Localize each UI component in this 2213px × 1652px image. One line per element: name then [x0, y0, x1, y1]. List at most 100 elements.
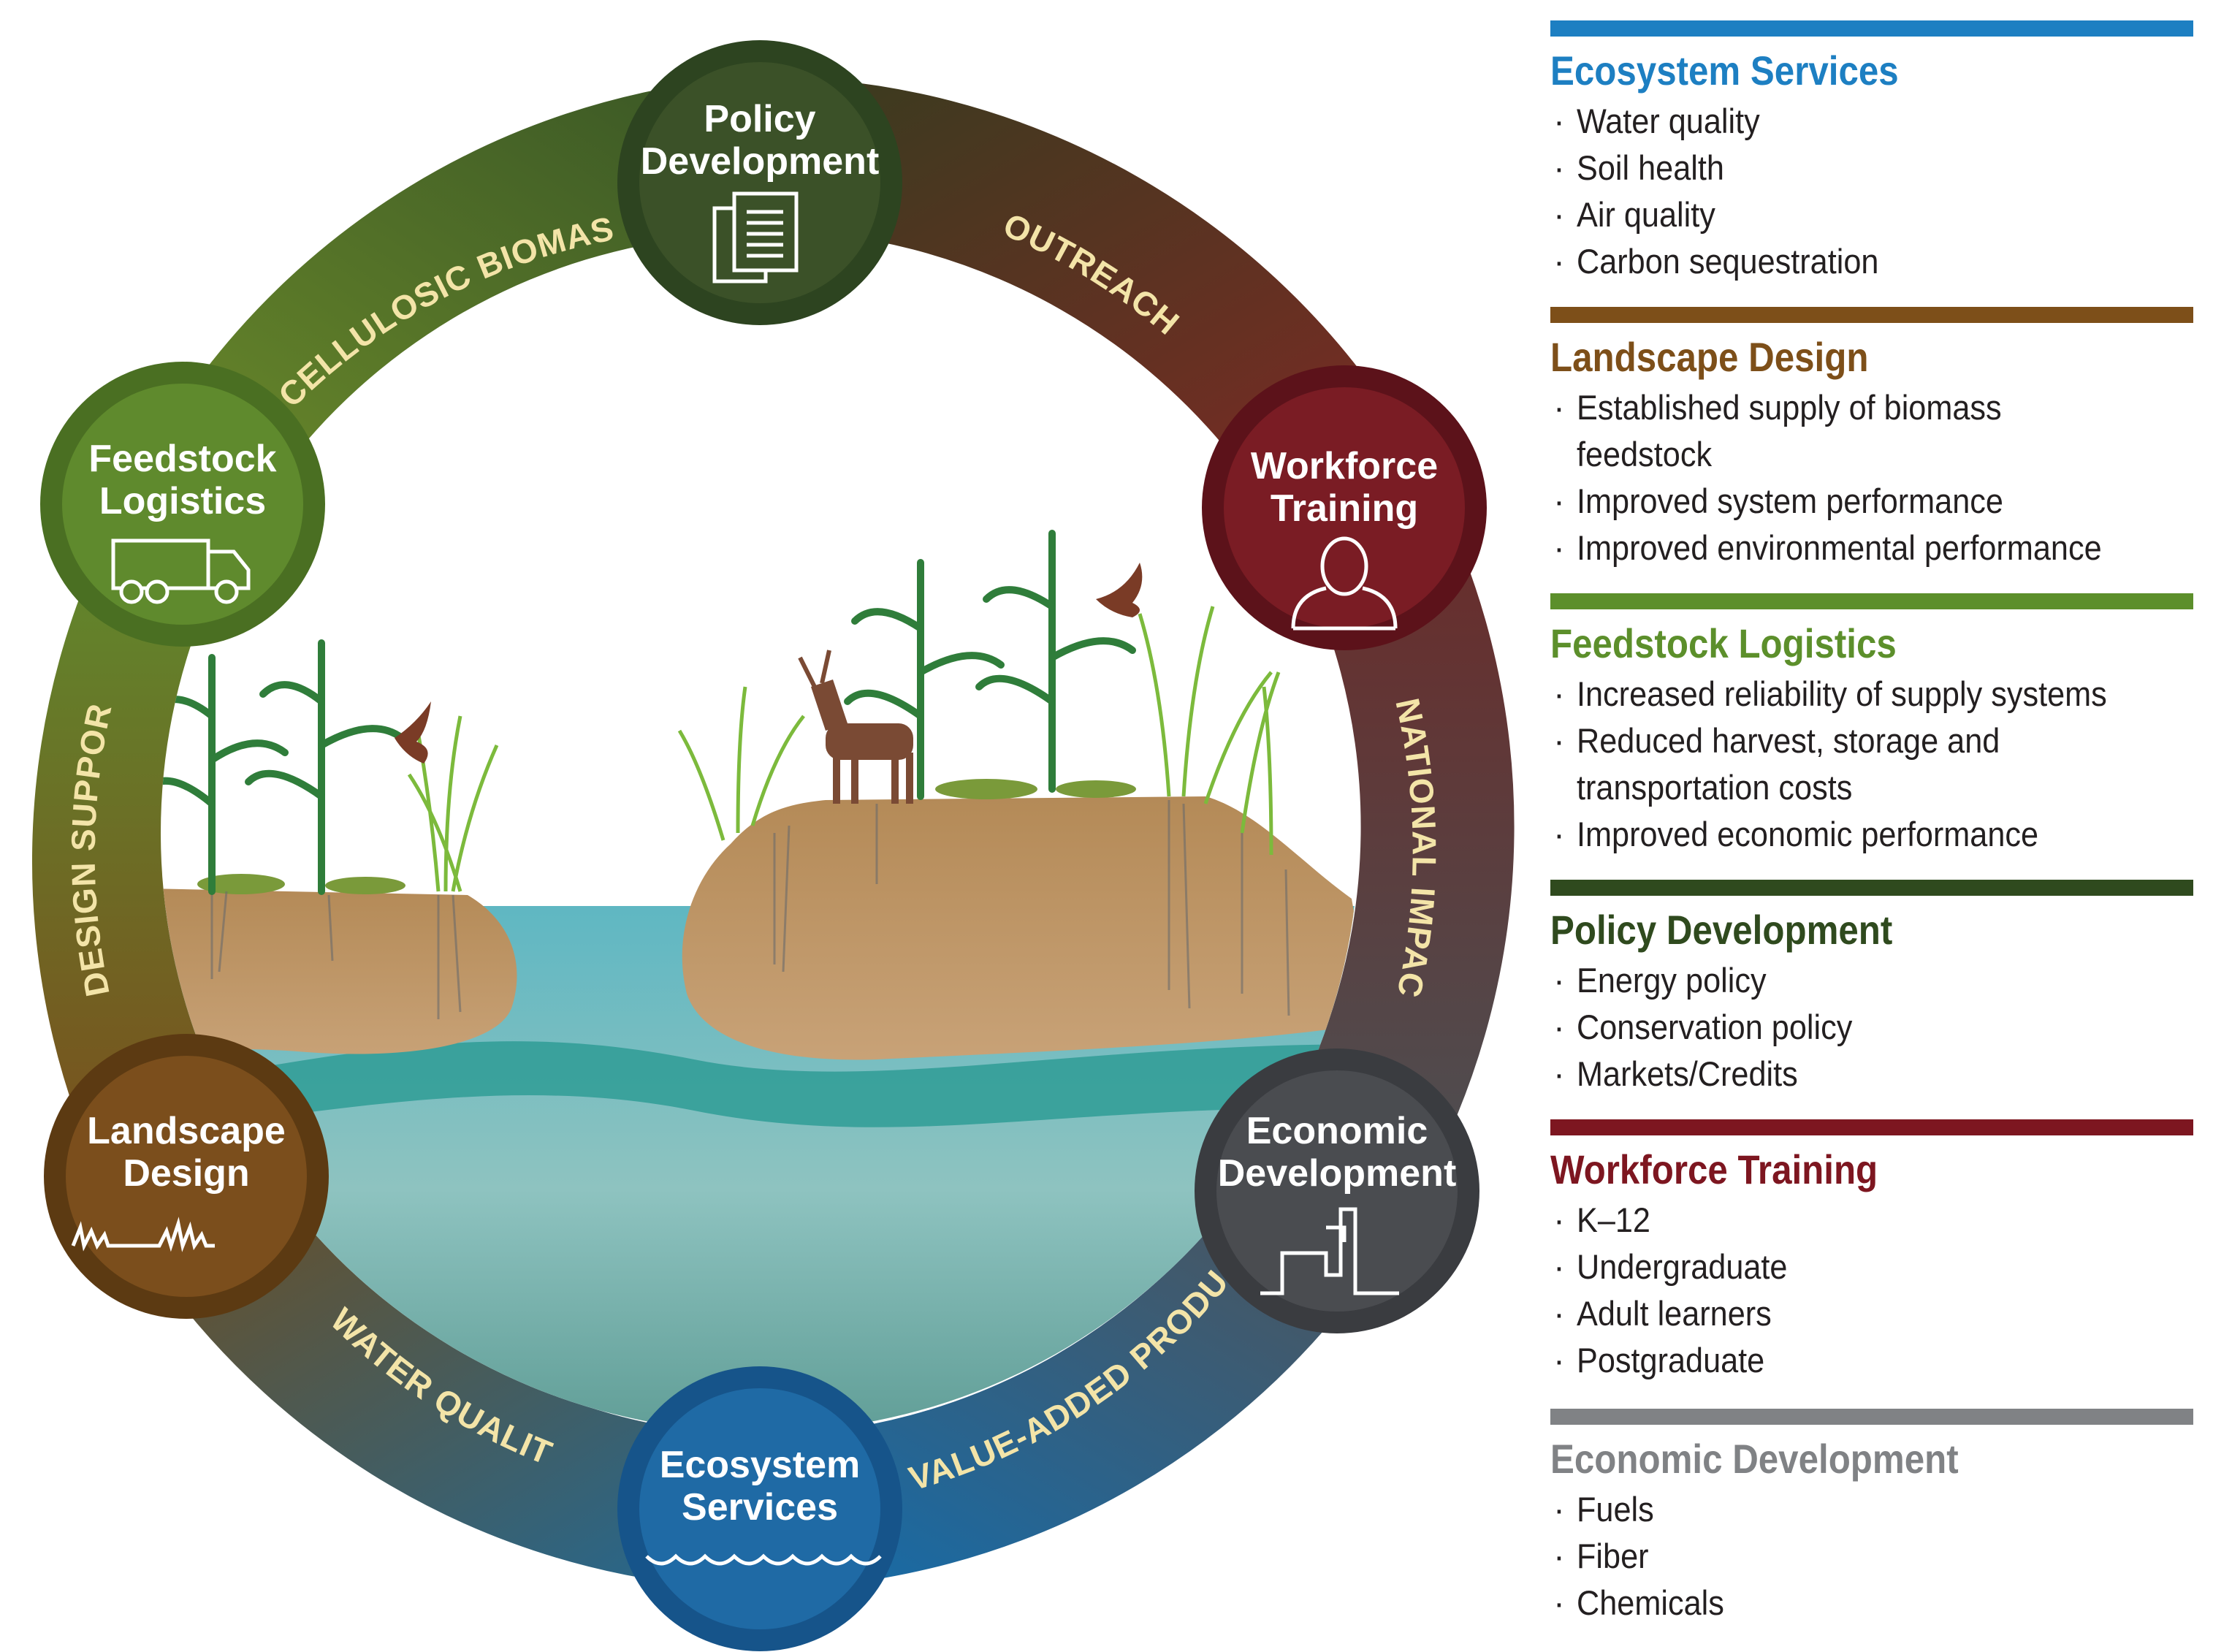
bird-icon	[1096, 563, 1143, 617]
legend-section-policy: Policy Development·Energy policy·Conserv…	[1550, 880, 2193, 1097]
legend-section-title: Policy Development	[1550, 907, 1893, 953]
legend-section-title: Feedstock Logistics	[1550, 620, 1897, 666]
legend-item-text: Undergraduate	[1577, 1247, 1788, 1286]
legend-item-list: ·Fuels·Fiber·Chemicals	[1550, 1486, 2193, 1626]
legend-section-bar	[1550, 1409, 2193, 1425]
bullet-icon: ·	[1553, 388, 1565, 427]
legend-item: · Increased reliability of supply systems	[1550, 671, 2193, 717]
person-icon	[1291, 536, 1398, 631]
node-title: Logistics	[99, 480, 266, 522]
legend-item-list: · Increased reliability of supply systems…	[1550, 671, 2193, 858]
legend-item-text: Chemicals	[1577, 1583, 1724, 1622]
legend-item: ·Energy policy	[1550, 957, 2193, 1004]
node-title: Development	[1218, 1152, 1457, 1195]
legend-item: · Air quality	[1550, 191, 2193, 238]
truck-icon	[111, 538, 251, 604]
legend-item-list: · Water quality · Soil health · Air quality · C…	[1550, 98, 2193, 285]
node-title: Ecosystem	[660, 1444, 861, 1486]
node-economic-development: Economic Development	[1195, 1048, 1479, 1333]
legend-item-text: Improved environmental performance	[1577, 528, 2102, 567]
legend-item: · Water quality	[1550, 98, 2193, 145]
node-title: Design	[123, 1152, 249, 1195]
legend-item: · Chemicals	[1550, 1580, 2193, 1626]
node-ecosystem-services: Ecosystem Services	[617, 1366, 902, 1651]
legend-item: · Adult learners	[1550, 1290, 2193, 1337]
legend-section-workforce: Workforce Training · K–12 ·Undergraduate · Ad…	[1550, 1119, 2193, 1384]
bullet-icon: ·	[1553, 242, 1565, 281]
legend-section-title: Ecosystem Services	[1550, 47, 1899, 94]
legend-item-text: K–12	[1577, 1200, 1650, 1239]
node-landscape-design: Landscape Design	[44, 1034, 329, 1319]
bird-icon	[395, 701, 431, 764]
legend-item-text: Adult learners	[1577, 1294, 1772, 1333]
legend-section-bar	[1550, 880, 2193, 896]
bullet-icon: ·	[1553, 528, 1565, 567]
legend-item: ·Improved economic performance	[1550, 811, 2193, 858]
legend-item-text: Energy policy	[1577, 961, 1767, 1000]
legend-item-text: Improved system performance	[1577, 481, 2003, 520]
node-title: Policy	[704, 98, 815, 140]
legend-item: ·Markets/Credits	[1550, 1051, 2193, 1097]
legend-item: ·Undergraduate	[1550, 1244, 2193, 1290]
node-feedstock-logistics: Feedstock Logistics	[40, 362, 325, 647]
legend-panel: Ecosystem Services · Water quality · Soil he…	[1550, 20, 2193, 1626]
legend-item-text: Established supply of biomass feedstock	[1577, 388, 2002, 473]
legend-item-list: · Established supply of biomass feedstock…	[1550, 384, 2193, 571]
legend-item: · Improved environmental performance	[1550, 525, 2193, 571]
legend-item-text: Increased reliability of supply systems	[1577, 674, 2107, 713]
legend-item-text: Fuels	[1577, 1490, 1654, 1529]
factory-icon	[1260, 1207, 1399, 1295]
node-title: Services	[682, 1486, 838, 1529]
soil-bank-right	[682, 796, 1359, 1060]
bullet-icon: ·	[1553, 1008, 1565, 1046]
legend-item-text: Air quality	[1577, 195, 1715, 234]
legend-item-text: Reduced harvest, storage and transportat…	[1577, 721, 2000, 807]
legend-item: · Reduced harvest, storage and transporta…	[1550, 717, 2193, 811]
node-title: Workforce	[1251, 445, 1438, 487]
legend-section-landscape: Landscape Design · Established supply of b…	[1550, 307, 2193, 571]
node-workforce-training: Workforce Training	[1202, 365, 1487, 650]
node-title: Training	[1271, 487, 1418, 530]
bullet-icon: ·	[1553, 195, 1565, 234]
legend-item: · Improved system performance	[1550, 478, 2193, 525]
legend-item-list: ·K–12·Undergraduate·Adult learners·Postg…	[1550, 1197, 2193, 1384]
bullet-icon: ·	[1553, 102, 1565, 140]
legend-section-ecosystem: Ecosystem Services · Water quality · Soil he…	[1550, 20, 2193, 285]
legend-item: · Fuels	[1550, 1486, 2193, 1533]
legend-section-bar	[1550, 20, 2193, 37]
legend-item-text: Water quality	[1577, 102, 1760, 140]
deer-icon	[798, 650, 913, 804]
node-policy-development: Policy Development	[617, 40, 902, 325]
bullet-icon: ·	[1553, 1294, 1565, 1333]
legend-item-text: Carbon sequestration	[1577, 242, 1879, 281]
node-title: Feedstock	[88, 438, 276, 480]
legend-item-text: Postgraduate	[1577, 1341, 1765, 1379]
legend-section-bar	[1550, 1119, 2193, 1135]
bullet-icon: ·	[1553, 721, 1565, 760]
legend-item-text: Soil health	[1577, 148, 1724, 187]
bullet-icon: ·	[1553, 1054, 1565, 1093]
legend-section-feedstock: Feedstock Logistics · Increased reliabilit…	[1550, 593, 2193, 858]
legend-section-title: Landscape Design	[1550, 334, 1869, 380]
bullet-icon: ·	[1553, 1200, 1565, 1239]
legend-item-text: Conservation policy	[1577, 1008, 1853, 1046]
node-title: Landscape	[87, 1110, 286, 1152]
legend-item: · K–12	[1550, 1197, 2193, 1244]
legend-item: · Soil health	[1550, 145, 2193, 191]
legend-section-economic: Economic Development·Fuels·Fiber·Chemica…	[1550, 1409, 2193, 1626]
bullet-icon: ·	[1553, 481, 1565, 520]
node-title: Development	[641, 140, 880, 183]
legend-section-title: Economic Development	[1550, 1436, 1959, 1482]
waves-icon	[645, 1553, 882, 1566]
bullet-icon: ·	[1553, 815, 1565, 853]
node-title: Economic	[1246, 1110, 1428, 1152]
legend-item: · Established supply of biomass feedstock	[1550, 384, 2193, 478]
legend-section-title: Workforce Training	[1550, 1146, 1878, 1192]
bullet-icon: ·	[1553, 148, 1565, 187]
bullet-icon: ·	[1553, 1537, 1565, 1575]
bullet-icon: ·	[1553, 1490, 1565, 1529]
bullet-icon: ·	[1553, 674, 1565, 713]
bullet-icon: ·	[1553, 1583, 1565, 1622]
cycle-diagram: CELLULOSIC BIOMASS OUTREACH DESIGN SUPPO…	[0, 0, 1515, 1651]
water-band	[161, 1041, 1359, 1140]
